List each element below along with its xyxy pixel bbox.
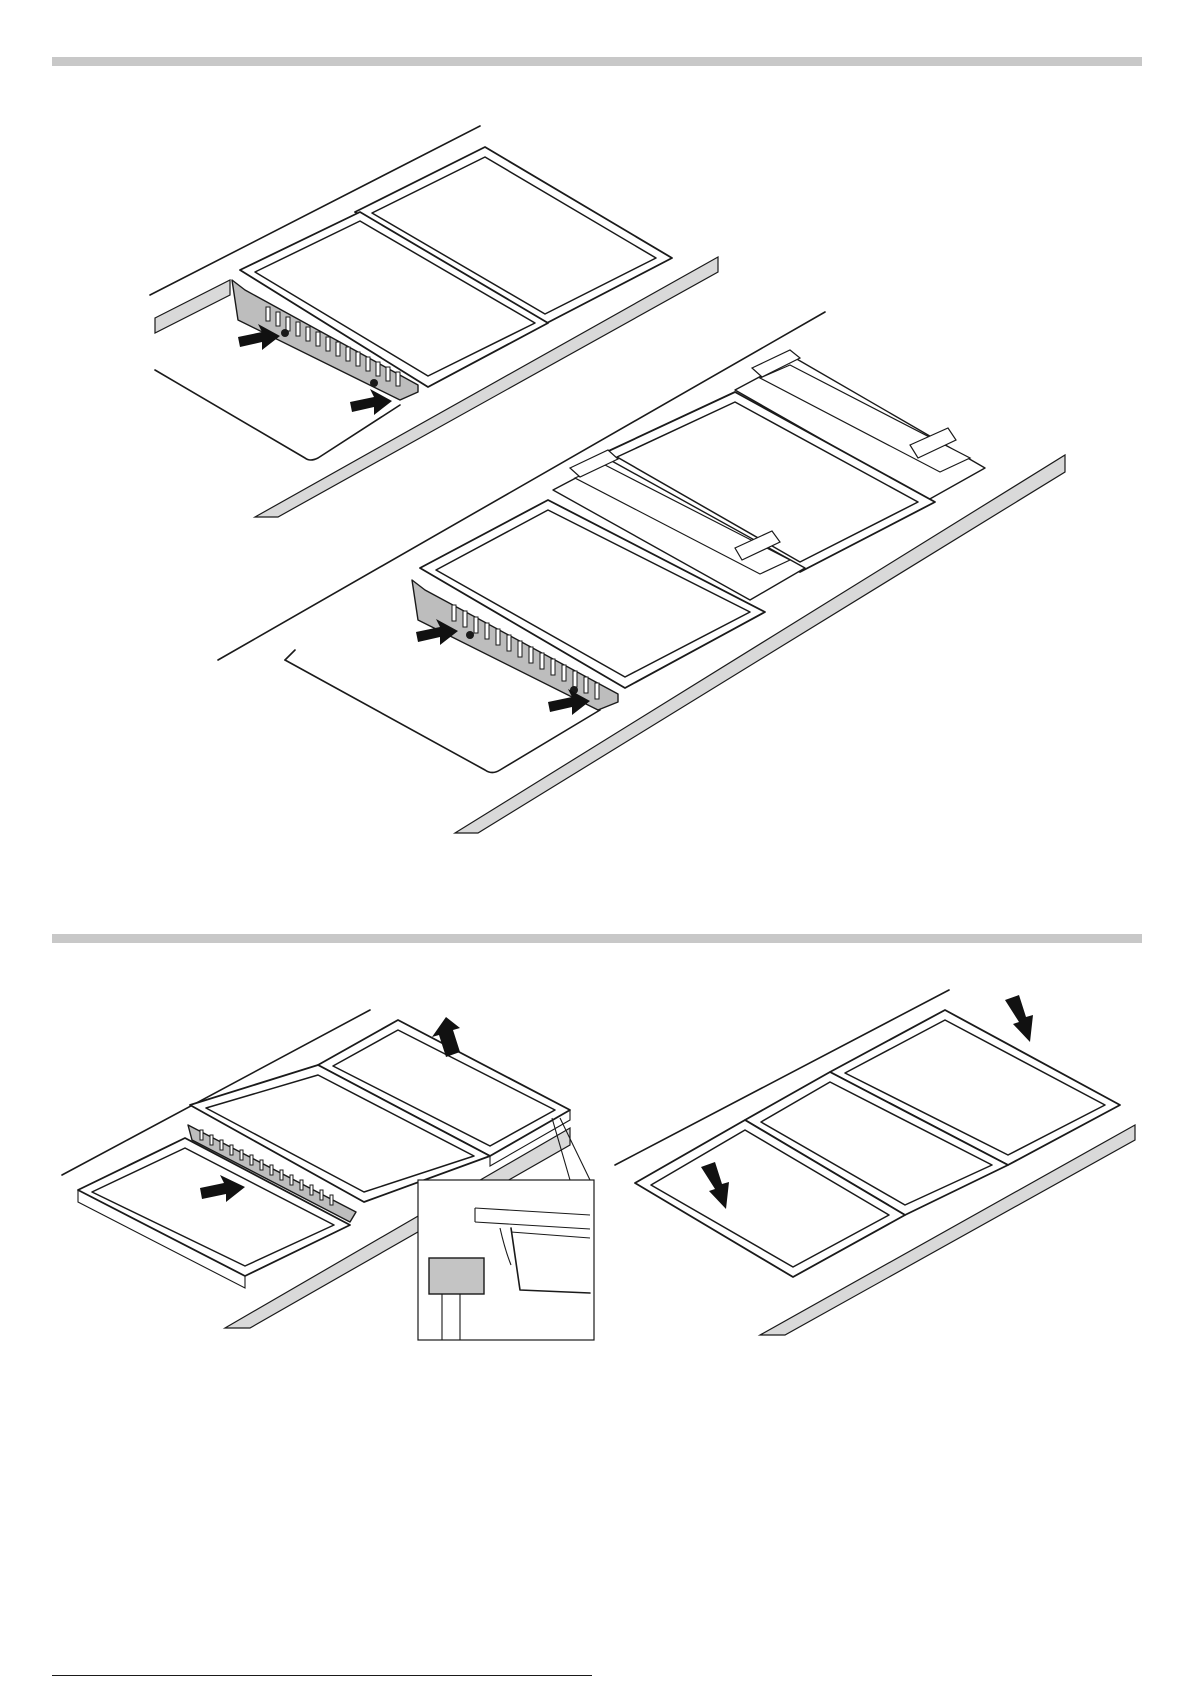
press-arrow-icon [1005, 995, 1033, 1042]
figure-seating [615, 980, 1135, 1370]
section-band-bottom [52, 934, 1142, 943]
figure-removal [50, 960, 650, 1390]
figure-installation [0, 0, 1191, 860]
detail-view [418, 1180, 594, 1340]
footer-rule [52, 1675, 592, 1676]
